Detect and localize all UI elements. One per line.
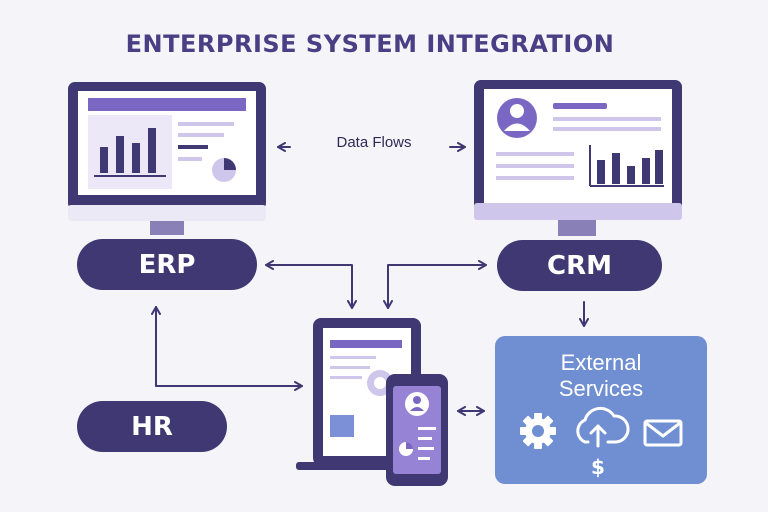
crm-node[interactable]: CRM: [497, 240, 662, 291]
dollar-icon: $: [591, 455, 605, 479]
gear-icon: [520, 413, 556, 449]
phone-icon: [386, 374, 448, 486]
erp-node[interactable]: ERP: [77, 239, 257, 290]
diagram-title: ENTERPRISE SYSTEM INTEGRATION: [125, 30, 615, 58]
external-services-icons: $: [520, 406, 683, 479]
external-services-title-line1: External: [560, 350, 642, 375]
crm-to-tablet-arrow: [383, 264, 471, 309]
erp-to-tablet-arrow: [279, 264, 357, 309]
external-services-title: External Services: [495, 350, 707, 402]
hr-node[interactable]: HR: [77, 401, 227, 452]
cloud-upload-icon: [576, 406, 630, 448]
mail-icon: [643, 419, 683, 447]
external-services-node[interactable]: External Services: [495, 336, 707, 484]
erp-to-tablet-lower-arrow: [155, 319, 303, 391]
crm-monitor-icon: [474, 80, 682, 236]
external-services-title-line2: Services: [558, 376, 644, 401]
erp-monitor-icon: [68, 82, 266, 235]
data-flows-label: Data Flows: [336, 134, 412, 151]
